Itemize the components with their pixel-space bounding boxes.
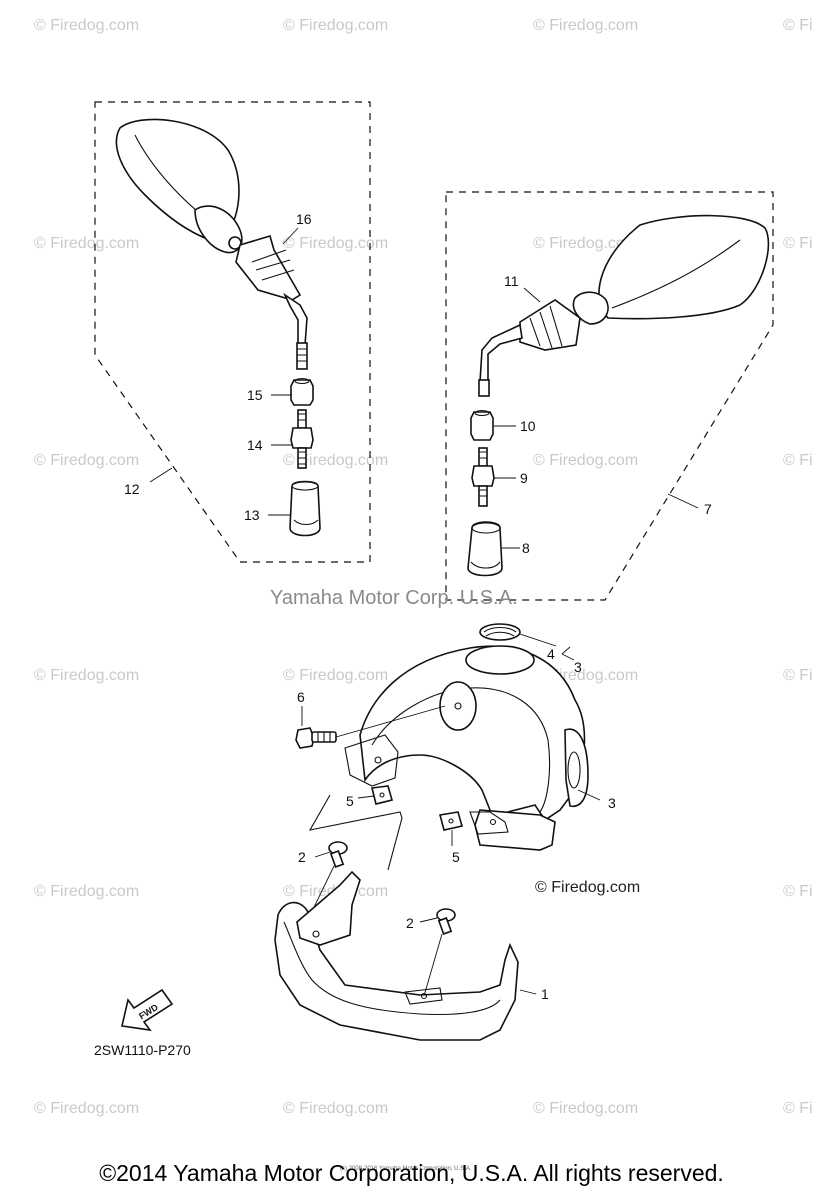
watermark: © Firedog.com bbox=[283, 1100, 388, 1117]
nut-10 bbox=[470, 409, 494, 441]
callout-16: 16 bbox=[296, 211, 312, 227]
cowl-mirror-hole bbox=[439, 681, 477, 731]
callout-8: 8 bbox=[522, 540, 530, 556]
bolt-9 bbox=[471, 447, 495, 507]
watermark: © Fi bbox=[783, 667, 813, 684]
tiny-copyright: (c) 2008-2016 Yamaha Motor Corporation, … bbox=[340, 1166, 472, 1172]
lower-cover bbox=[274, 870, 519, 1041]
callout-11: 11 bbox=[504, 273, 519, 289]
cover-13 bbox=[289, 480, 321, 537]
footer-copyright: ©2014 Yamaha Motor Corporation, U.S.A. A… bbox=[99, 1160, 724, 1186]
callout-4: 4 bbox=[547, 646, 555, 662]
callout-5-left: 5 bbox=[346, 793, 354, 809]
watermark: © Fi bbox=[783, 883, 813, 900]
callout-15: 15 bbox=[247, 387, 263, 403]
clip-nut-5a bbox=[371, 785, 393, 805]
cowl-emblem-recess bbox=[465, 645, 535, 675]
right-mirror-group: 11 10 9 8 7 bbox=[445, 191, 774, 601]
callout-6: 6 bbox=[297, 689, 305, 705]
callout-9: 9 bbox=[520, 470, 528, 486]
credit-mid: Yamaha Motor Corp. U.S.A. bbox=[270, 587, 518, 609]
emblem-4 bbox=[479, 623, 521, 641]
bolt-6 bbox=[295, 705, 446, 749]
left-mirror-stem bbox=[296, 342, 308, 370]
left-mirror-group: 16 15 14 13 12 bbox=[94, 101, 371, 563]
diagram-code: 2SW1110-P270 bbox=[94, 1042, 191, 1058]
watermark: © Firedog.com bbox=[533, 452, 638, 469]
watermark: © Firedog.com bbox=[283, 667, 388, 684]
screw-2b bbox=[423, 908, 456, 997]
callout-5-right: 5 bbox=[452, 849, 460, 865]
callout-3-top: 3 bbox=[574, 659, 582, 675]
watermark: © Fi bbox=[783, 235, 813, 252]
watermark: © Firedog.com bbox=[34, 667, 139, 684]
watermark: © Firedog.com bbox=[34, 17, 139, 34]
right-mirror-boot bbox=[479, 299, 581, 383]
callout-2-left: 2 bbox=[298, 849, 306, 865]
watermark: © Firedog.com bbox=[34, 883, 139, 900]
watermark: © Firedog.com bbox=[533, 1100, 638, 1117]
left-mirror-head bbox=[115, 118, 243, 254]
left-mirror-boundary bbox=[94, 101, 371, 563]
callout-13: 13 bbox=[244, 507, 260, 523]
nut-15 bbox=[290, 377, 314, 406]
callout-12: 12 bbox=[124, 481, 140, 497]
callout-1: 1 bbox=[541, 986, 549, 1002]
clip-nut-5b bbox=[439, 811, 464, 831]
cowl-side-tab bbox=[564, 728, 589, 808]
callout-14: 14 bbox=[247, 437, 263, 453]
right-mirror-head bbox=[572, 214, 770, 325]
watermark: © Firedog.com bbox=[34, 235, 139, 252]
watermark: © Firedog.com bbox=[283, 452, 388, 469]
watermark: © Firedog.com bbox=[533, 235, 638, 252]
watermark: © Firedog.com bbox=[533, 17, 638, 34]
watermark: © Fi bbox=[783, 17, 813, 34]
firedog-tag: © Firedog.com bbox=[535, 879, 640, 896]
watermark: © Fi bbox=[783, 452, 813, 469]
bolt-14 bbox=[290, 409, 314, 469]
callout-3-side: 3 bbox=[608, 795, 616, 811]
watermark: © Fi bbox=[783, 1100, 813, 1117]
cowl-lower-lip bbox=[474, 809, 556, 851]
left-mirror-boot bbox=[235, 235, 308, 346]
cover-8 bbox=[467, 521, 503, 577]
callout-2-right: 2 bbox=[406, 915, 414, 931]
watermark: © Firedog.com bbox=[283, 17, 388, 34]
watermark: © Firedog.com bbox=[34, 1100, 139, 1117]
assembly-guide-line bbox=[308, 794, 403, 871]
watermark: © Firedog.com bbox=[283, 235, 388, 252]
callout-10: 10 bbox=[520, 418, 536, 434]
fwd-arrow-icon: FWD bbox=[121, 988, 174, 1032]
right-mirror-stem bbox=[478, 379, 490, 397]
upper-cowl bbox=[344, 645, 589, 851]
callout-7: 7 bbox=[704, 501, 712, 517]
watermark: © Firedog.com bbox=[34, 452, 139, 469]
